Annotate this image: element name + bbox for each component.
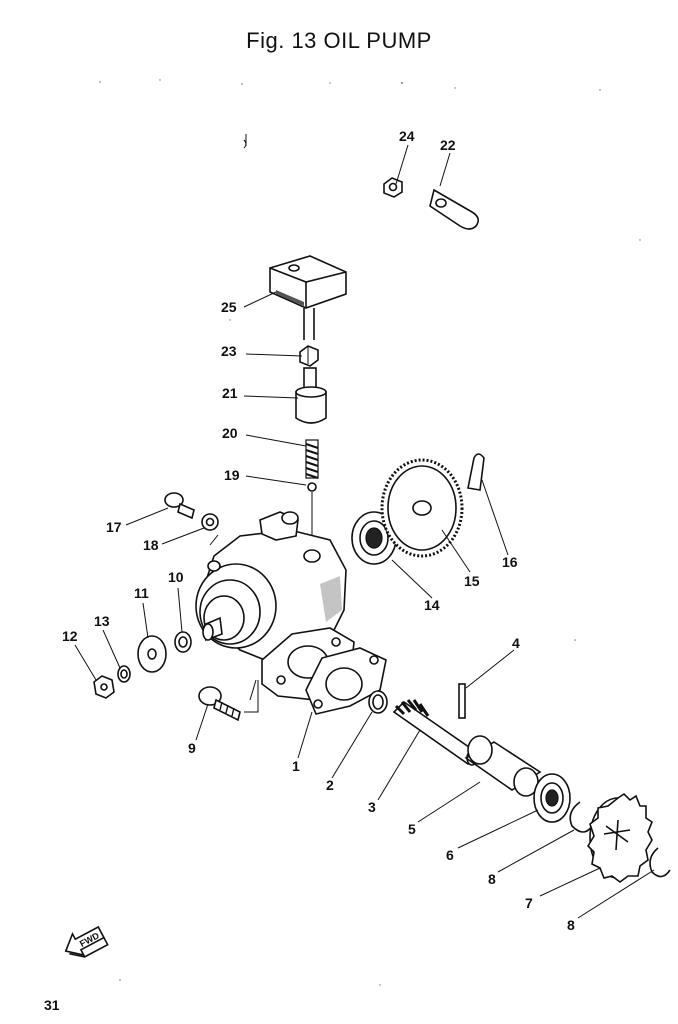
callout-7: 7 xyxy=(525,895,533,911)
callout-19: 19 xyxy=(224,467,240,483)
callout-9: 9 xyxy=(188,740,196,756)
callout-12: 12 xyxy=(62,628,78,644)
callout-10: 10 xyxy=(168,569,184,585)
callout-6: 6 xyxy=(446,847,454,863)
callout-23: 23 xyxy=(221,343,237,359)
pump-bearing xyxy=(351,511,397,565)
pump-drive-gear xyxy=(586,792,653,883)
cotter-pin xyxy=(467,453,485,491)
drive-pin xyxy=(458,683,466,719)
o-ring xyxy=(368,690,388,714)
circlip-upper xyxy=(569,801,593,833)
scan-specks xyxy=(99,79,641,986)
spring-washer xyxy=(117,665,131,683)
fwd-arrow-icon: FWD xyxy=(64,925,109,958)
callout-16: 16 xyxy=(502,554,518,570)
callout-17: 17 xyxy=(106,519,122,535)
plate-washer xyxy=(137,635,167,673)
shaft-sleeve xyxy=(464,735,542,797)
pump-sprocket xyxy=(380,458,464,558)
callout-15: 15 xyxy=(464,573,480,589)
pump-mounting-bolt xyxy=(198,686,241,722)
cover-screw xyxy=(164,492,195,520)
shaft-bearing xyxy=(533,773,571,823)
callout-labels: 24 22 25 23 21 20 19 17 18 10 11 13 12 9… xyxy=(62,128,575,933)
callout-3: 3 xyxy=(368,799,376,815)
pump-gasket xyxy=(305,647,387,715)
check-ball xyxy=(307,482,317,492)
bleed-nut xyxy=(299,345,319,367)
callout-1: 1 xyxy=(292,758,300,774)
page-title: Fig. 13 OIL PUMP xyxy=(246,28,432,53)
callout-24: 24 xyxy=(399,128,415,144)
callout-8b: 8 xyxy=(567,917,575,933)
callout-4: 4 xyxy=(512,635,520,651)
callout-8a: 8 xyxy=(488,871,496,887)
callout-2: 2 xyxy=(326,777,334,793)
pipe-nut xyxy=(383,177,403,198)
leader-lines xyxy=(74,144,655,919)
callout-5: 5 xyxy=(408,821,416,837)
callout-20: 20 xyxy=(222,425,238,441)
oil-delivery-pipe xyxy=(297,179,480,283)
callout-22: 22 xyxy=(440,137,456,153)
lock-nut xyxy=(93,675,115,699)
callout-25: 25 xyxy=(221,299,237,315)
callout-21: 21 xyxy=(222,385,238,401)
check-valve-body xyxy=(295,367,327,424)
banjo-block xyxy=(269,255,347,340)
bolt-bracket-line xyxy=(244,680,259,713)
circlip-lower xyxy=(649,847,671,878)
page-number: 31 xyxy=(44,997,60,1013)
callout-13: 13 xyxy=(94,613,110,629)
screw-washer xyxy=(201,513,219,531)
callout-18: 18 xyxy=(143,537,159,553)
valve-spring xyxy=(305,439,319,479)
oil-pump-body xyxy=(195,511,355,701)
oil-seal xyxy=(174,631,192,653)
stray-mark xyxy=(243,134,247,149)
callout-11: 11 xyxy=(134,585,149,601)
callout-14: 14 xyxy=(424,597,440,613)
